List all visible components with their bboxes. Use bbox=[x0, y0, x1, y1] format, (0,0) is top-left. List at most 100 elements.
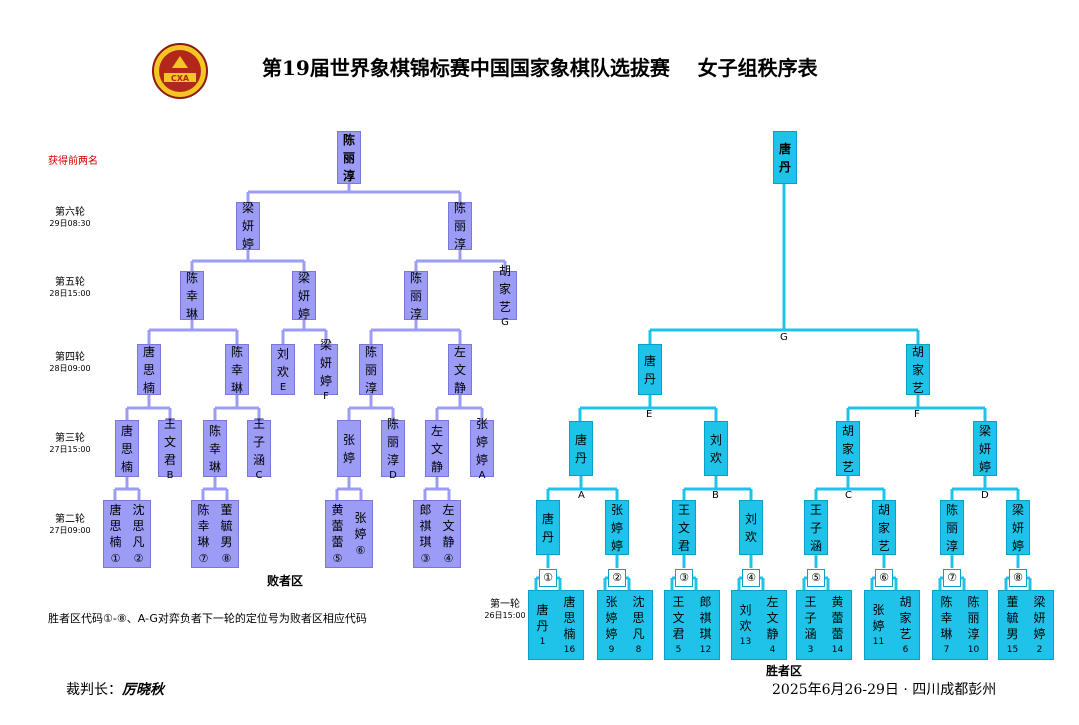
code-a: A bbox=[578, 490, 585, 501]
code-e: E bbox=[646, 409, 653, 420]
seed-number: 4 bbox=[769, 645, 776, 655]
source-tag: ① bbox=[110, 552, 121, 565]
lb-r3-box-1: 唐思楠 bbox=[115, 420, 139, 477]
player-name: 左文静 bbox=[442, 503, 455, 549]
seed-number: 11 bbox=[872, 637, 885, 647]
wb-r1-pair-4: 刘欢 13 左文静 4 bbox=[731, 590, 787, 660]
player-name: 沈思凡 bbox=[632, 595, 645, 641]
player-name: 左文静 bbox=[766, 595, 779, 641]
seed-number: 13 bbox=[739, 637, 752, 647]
source-tag: ⑥ bbox=[355, 544, 366, 557]
wb-r2-box-2: 张婷婷 bbox=[605, 500, 629, 555]
lb-r5-box-3: 陈丽淳 bbox=[404, 271, 428, 321]
top-two-note: 获得前两名 bbox=[48, 156, 98, 167]
lb-r4-box-6: 左文静 bbox=[448, 344, 472, 395]
source-tag: ④ bbox=[443, 552, 454, 565]
wb-r3-box-4: 梁妍婷 bbox=[973, 421, 997, 476]
wb-r4-box-1: 唐丹 bbox=[638, 344, 662, 395]
wb-r2-box-3: 王文君 bbox=[672, 500, 696, 555]
code-g: G bbox=[780, 332, 788, 343]
lb-r4-box-1: 唐思楠 bbox=[137, 344, 161, 395]
lb-r3-box-5: 张婷 bbox=[337, 420, 361, 477]
player-name: 王子涵 bbox=[804, 595, 817, 641]
wb-r4-box-2: 胡家艺 bbox=[906, 344, 930, 395]
loser-lines bbox=[113, 184, 507, 500]
code-b: B bbox=[712, 490, 719, 501]
source-tag: ② bbox=[133, 552, 144, 565]
wb-r3-box-2: 刘欢 bbox=[704, 421, 728, 476]
lb-r2-pair-1: 唐思楠 ① 沈思凡 ② bbox=[103, 500, 151, 568]
code-c: C bbox=[845, 490, 852, 501]
seed-number: 12 bbox=[699, 645, 712, 655]
player-name: 胡家艺 bbox=[899, 595, 912, 641]
wb-r1-slot-4: ④ bbox=[742, 569, 760, 587]
seed-number: 5 bbox=[675, 645, 682, 655]
player-name: 刘欢 bbox=[739, 603, 752, 633]
lb-r5-box-1: 陈幸琳 bbox=[180, 271, 204, 321]
seed-number: 2 bbox=[1036, 645, 1043, 655]
source-tag: ③ bbox=[420, 552, 431, 565]
player-name: 唐思楠 bbox=[563, 595, 576, 641]
seed-number: 1 bbox=[539, 637, 546, 647]
player-name: 张婷 bbox=[872, 603, 885, 633]
winner-champion-box: 唐丹 bbox=[773, 131, 797, 184]
source-tag: ⑤ bbox=[332, 552, 343, 565]
wb-r1-slot-8: ⑧ bbox=[1009, 569, 1027, 587]
wb-r1-slot-1: ① bbox=[539, 569, 557, 587]
seed-number: 16 bbox=[563, 645, 576, 655]
wb-r3-box-3: 胡家艺 bbox=[836, 421, 860, 476]
champion-name: 唐丹 bbox=[778, 141, 791, 174]
player-name: 黄蕾蕾 bbox=[831, 595, 844, 641]
player-name: 董毓男 bbox=[220, 503, 233, 549]
wb-r2-box-4: 刘欢 bbox=[739, 500, 763, 555]
cxa-logo: CXA bbox=[150, 42, 210, 100]
player-name: 张婷 bbox=[354, 511, 367, 541]
lb-r4-box-2: 陈幸琳 bbox=[225, 344, 249, 395]
referee: 裁判长：厉晓秋 bbox=[66, 682, 164, 698]
player-name: 唐丹 bbox=[536, 603, 549, 633]
wb-r2-box-5: 王子涵 bbox=[804, 500, 828, 555]
player-name: 唐思楠 bbox=[109, 503, 122, 549]
seed-number: 10 bbox=[967, 645, 980, 655]
player-name: 张婷婷 bbox=[605, 595, 618, 641]
page-title: 第19届世界象棋锦标赛中国国家象棋队选拔赛 女子组秩序表 bbox=[262, 56, 818, 80]
player-name: 陈丽淳 bbox=[967, 595, 980, 641]
lb-r2-pair-4: 郎祺琪 ③ 左文静 ④ bbox=[413, 500, 461, 568]
wb-r2-box-7: 陈丽淳 bbox=[940, 500, 964, 555]
source-tag: ⑦ bbox=[198, 552, 209, 565]
wb-r1-pair-1: 唐丹 1 唐思楠 16 bbox=[528, 590, 584, 660]
event-date-location: 2025年6月26-29日 · 四川成都彭州 bbox=[772, 682, 997, 698]
lb-r5-box-2: 梁妍婷 bbox=[292, 271, 316, 321]
seed-number: 9 bbox=[608, 645, 615, 655]
player-name: 郎祺琪 bbox=[419, 503, 432, 549]
lb-r6-box-2: 陈丽淳 bbox=[448, 201, 472, 251]
loser-zone-label: 败者区 bbox=[267, 574, 304, 588]
player-name: 董毓男 bbox=[1006, 595, 1019, 641]
wb-r2-box-8: 梁妍婷 bbox=[1006, 500, 1030, 555]
wb-r1-slot-6: ⑥ bbox=[875, 569, 893, 587]
seed-number: 7 bbox=[943, 645, 950, 655]
player-name: 沈思凡 bbox=[132, 503, 145, 549]
wb-r1-slot-5: ⑤ bbox=[807, 569, 825, 587]
code-d: D bbox=[981, 490, 989, 501]
lb-r4-box-5: 陈丽淳 bbox=[359, 344, 383, 395]
source-tag: ⑧ bbox=[221, 552, 232, 565]
